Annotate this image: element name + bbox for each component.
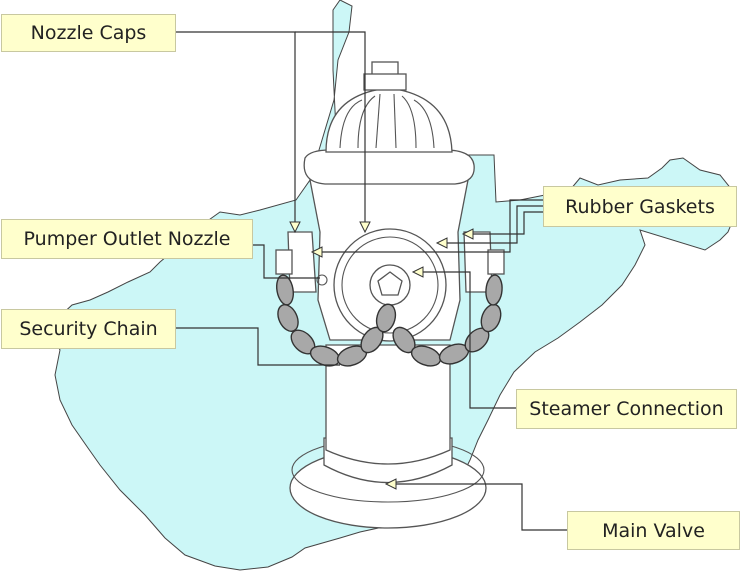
leader-lines: [175, 31, 567, 531]
leader-rubber-gaskets-1: [320, 199, 543, 253]
label-security-chain: Security Chain: [1, 309, 176, 349]
hydrant: [275, 61, 505, 529]
leader-main-valve: [395, 483, 567, 531]
leader-pumper-outlet: [252, 244, 320, 279]
pumper-outlet-ring: [341, 236, 439, 334]
cap-nut-pentagon: [377, 271, 403, 296]
label-pumper-outlet-nozzle: Pumper Outlet Nozzle: [1, 219, 253, 259]
leader-steamer-connection: [422, 271, 516, 409]
arrow-rubber-gaskets-2: [435, 237, 448, 249]
leader-nozzle-caps-left: [175, 31, 296, 222]
arrow-steamer-connection: [411, 266, 424, 278]
leader-nozzle-caps-right: [295, 31, 366, 222]
arrow-rubber-gaskets-3: [461, 228, 474, 240]
leader-rubber-gaskets-2: [446, 205, 543, 244]
security-chain: [276, 274, 503, 367]
label-main-valve: Main Valve: [567, 511, 740, 550]
label-nozzle-caps: Nozzle Caps: [1, 14, 176, 52]
leader-rubber-gaskets-3: [472, 211, 543, 235]
arrow-rubber-gaskets-1: [310, 246, 323, 258]
label-rubber-gaskets: Rubber Gaskets: [543, 186, 737, 227]
hydrant-barrel: [325, 344, 451, 465]
arrow-nozzle-caps-left: [289, 221, 301, 234]
arrow-nozzle-caps-right: [359, 221, 371, 234]
label-steamer-connection: Steamer Connection: [516, 389, 737, 429]
leader-security-chain: [175, 327, 340, 366]
arrow-main-valve: [384, 478, 397, 490]
top-flange: [303, 149, 475, 185]
